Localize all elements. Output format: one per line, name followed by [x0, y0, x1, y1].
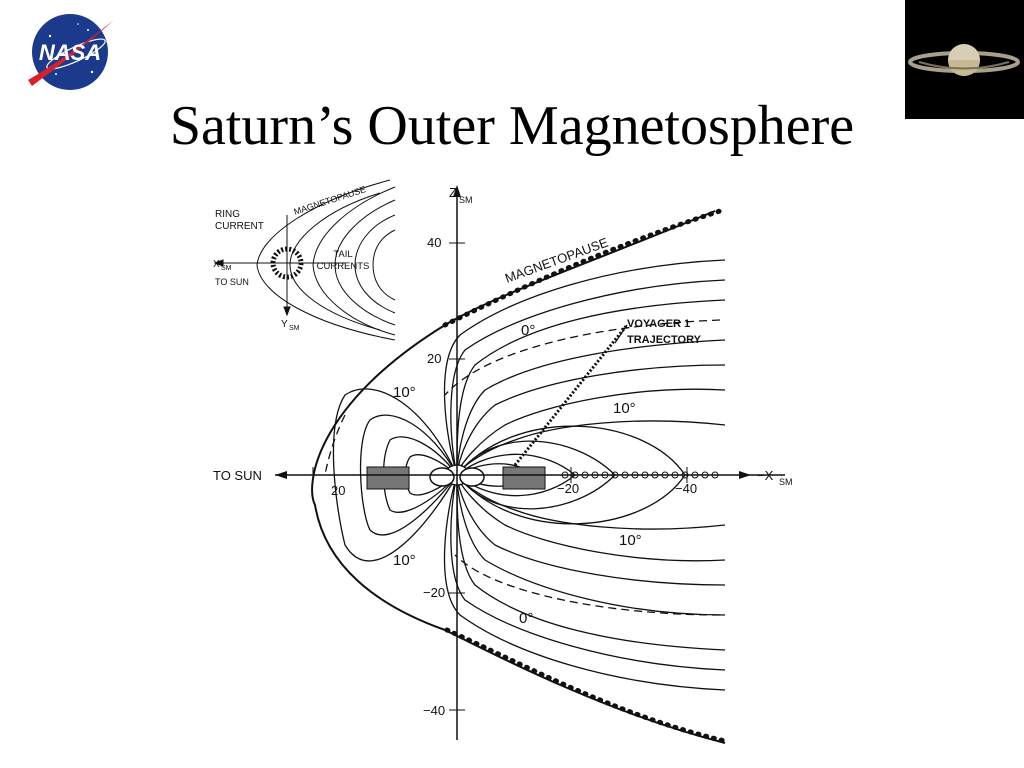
- angle-10-bottom-right: 10°: [619, 532, 642, 549]
- inset-y-sub: SM: [289, 325, 300, 332]
- nasa-logo: NASA: [28, 14, 114, 90]
- x-tick-20: 20: [331, 483, 345, 498]
- saturn-icon: [908, 44, 1020, 76]
- angle-10-bottom-left: 10°: [393, 552, 416, 569]
- to-sun-label: TO SUN: [213, 468, 262, 483]
- z-tick-neg40: −40: [423, 703, 445, 718]
- logo-text: NASA: [39, 40, 101, 65]
- inset-diagram: [213, 179, 396, 341]
- angle-0-top: 0°: [521, 322, 535, 339]
- ring-current-boxes: [366, 466, 546, 490]
- inset-x-sub: SM: [221, 265, 232, 272]
- inset-y-label: Y: [281, 319, 288, 330]
- voyager-trajectory: [513, 324, 629, 466]
- z-axis-sub: SM: [459, 195, 473, 205]
- inset-magnetopause-label: MAGNETOPAUSE: [293, 184, 368, 217]
- inset-to-sun: TO SUN: [215, 277, 249, 287]
- x-tick-neg40: −40: [675, 481, 697, 496]
- angle-10-top-left: 10°: [393, 384, 416, 401]
- inset-current-label: CURRENT: [215, 221, 264, 232]
- saturn-photo: [905, 0, 1024, 119]
- z-tick-40: 40: [427, 235, 441, 250]
- z-tick-20: 20: [427, 351, 441, 366]
- inset-x-label: X: [213, 259, 220, 270]
- x-tick-neg20: −20: [557, 481, 579, 496]
- z-tick-neg20: −20: [423, 585, 445, 600]
- angle-10-top-right: 10°: [613, 400, 636, 417]
- x-axis-label: −X: [757, 468, 774, 483]
- x-axis-sub: SM: [779, 477, 793, 487]
- trajectory-label: TRAJECTORY: [627, 334, 702, 346]
- inset-tail-label: TAIL: [333, 249, 352, 260]
- inset-currents-label: CURRENTS: [317, 261, 370, 272]
- inset-ring-label: RING: [215, 209, 240, 220]
- magnetosphere-diagram: RING CURRENT MAGNETOPAUSE TAIL CURRENTS …: [213, 179, 793, 744]
- slide-title: Saturn’s Outer Magnetosphere: [169, 95, 855, 157]
- z-axis-label: Z: [449, 185, 457, 200]
- voyager-label: VOYAGER 1: [627, 318, 690, 330]
- angle-0-bottom: 0°: [519, 610, 533, 627]
- magnetopause-dots: [442, 208, 723, 328]
- logo-swoosh: [28, 20, 114, 86]
